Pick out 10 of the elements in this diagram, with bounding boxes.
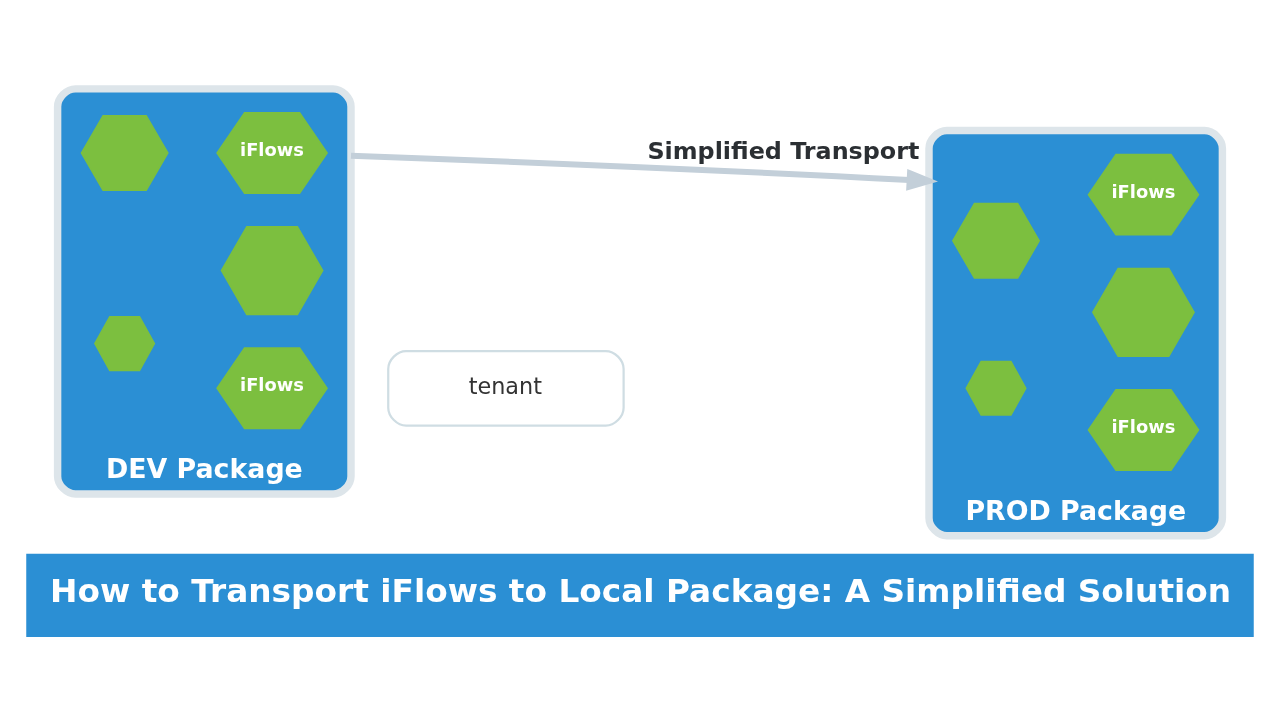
edge-label: Simplified Transport [647, 136, 920, 165]
arrow [350, 152, 938, 191]
node-hexagon [94, 316, 156, 372]
node-hexagon [1091, 267, 1195, 358]
node-hexagon [965, 360, 1027, 416]
node-box: tenant [387, 349, 625, 427]
diagram-title: How to Transport iFlows to Local Package: A Simplified Solution [50, 572, 1232, 611]
node-hexagon [80, 114, 169, 191]
node-hexagon [220, 225, 324, 316]
node-hexagon [951, 202, 1041, 279]
